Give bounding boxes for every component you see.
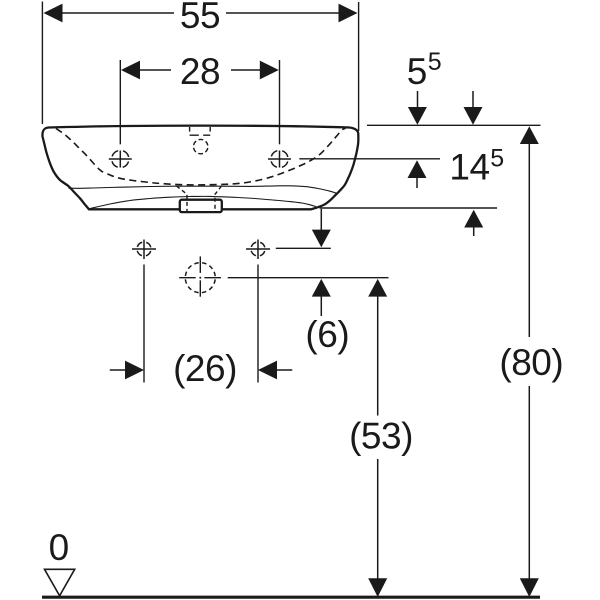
svg-text:5: 5 [490,145,503,173]
svg-text:(6): (6) [305,314,349,355]
svg-text:(80): (80) [499,342,563,383]
svg-text:28: 28 [180,51,220,92]
svg-text:(53): (53) [349,415,413,456]
svg-text:0: 0 [49,527,69,568]
svg-text:55: 55 [180,0,220,36]
svg-text:(26): (26) [173,348,237,389]
svg-text:5: 5 [407,51,427,92]
svg-text:5: 5 [428,48,441,76]
svg-text:14: 14 [449,147,489,188]
